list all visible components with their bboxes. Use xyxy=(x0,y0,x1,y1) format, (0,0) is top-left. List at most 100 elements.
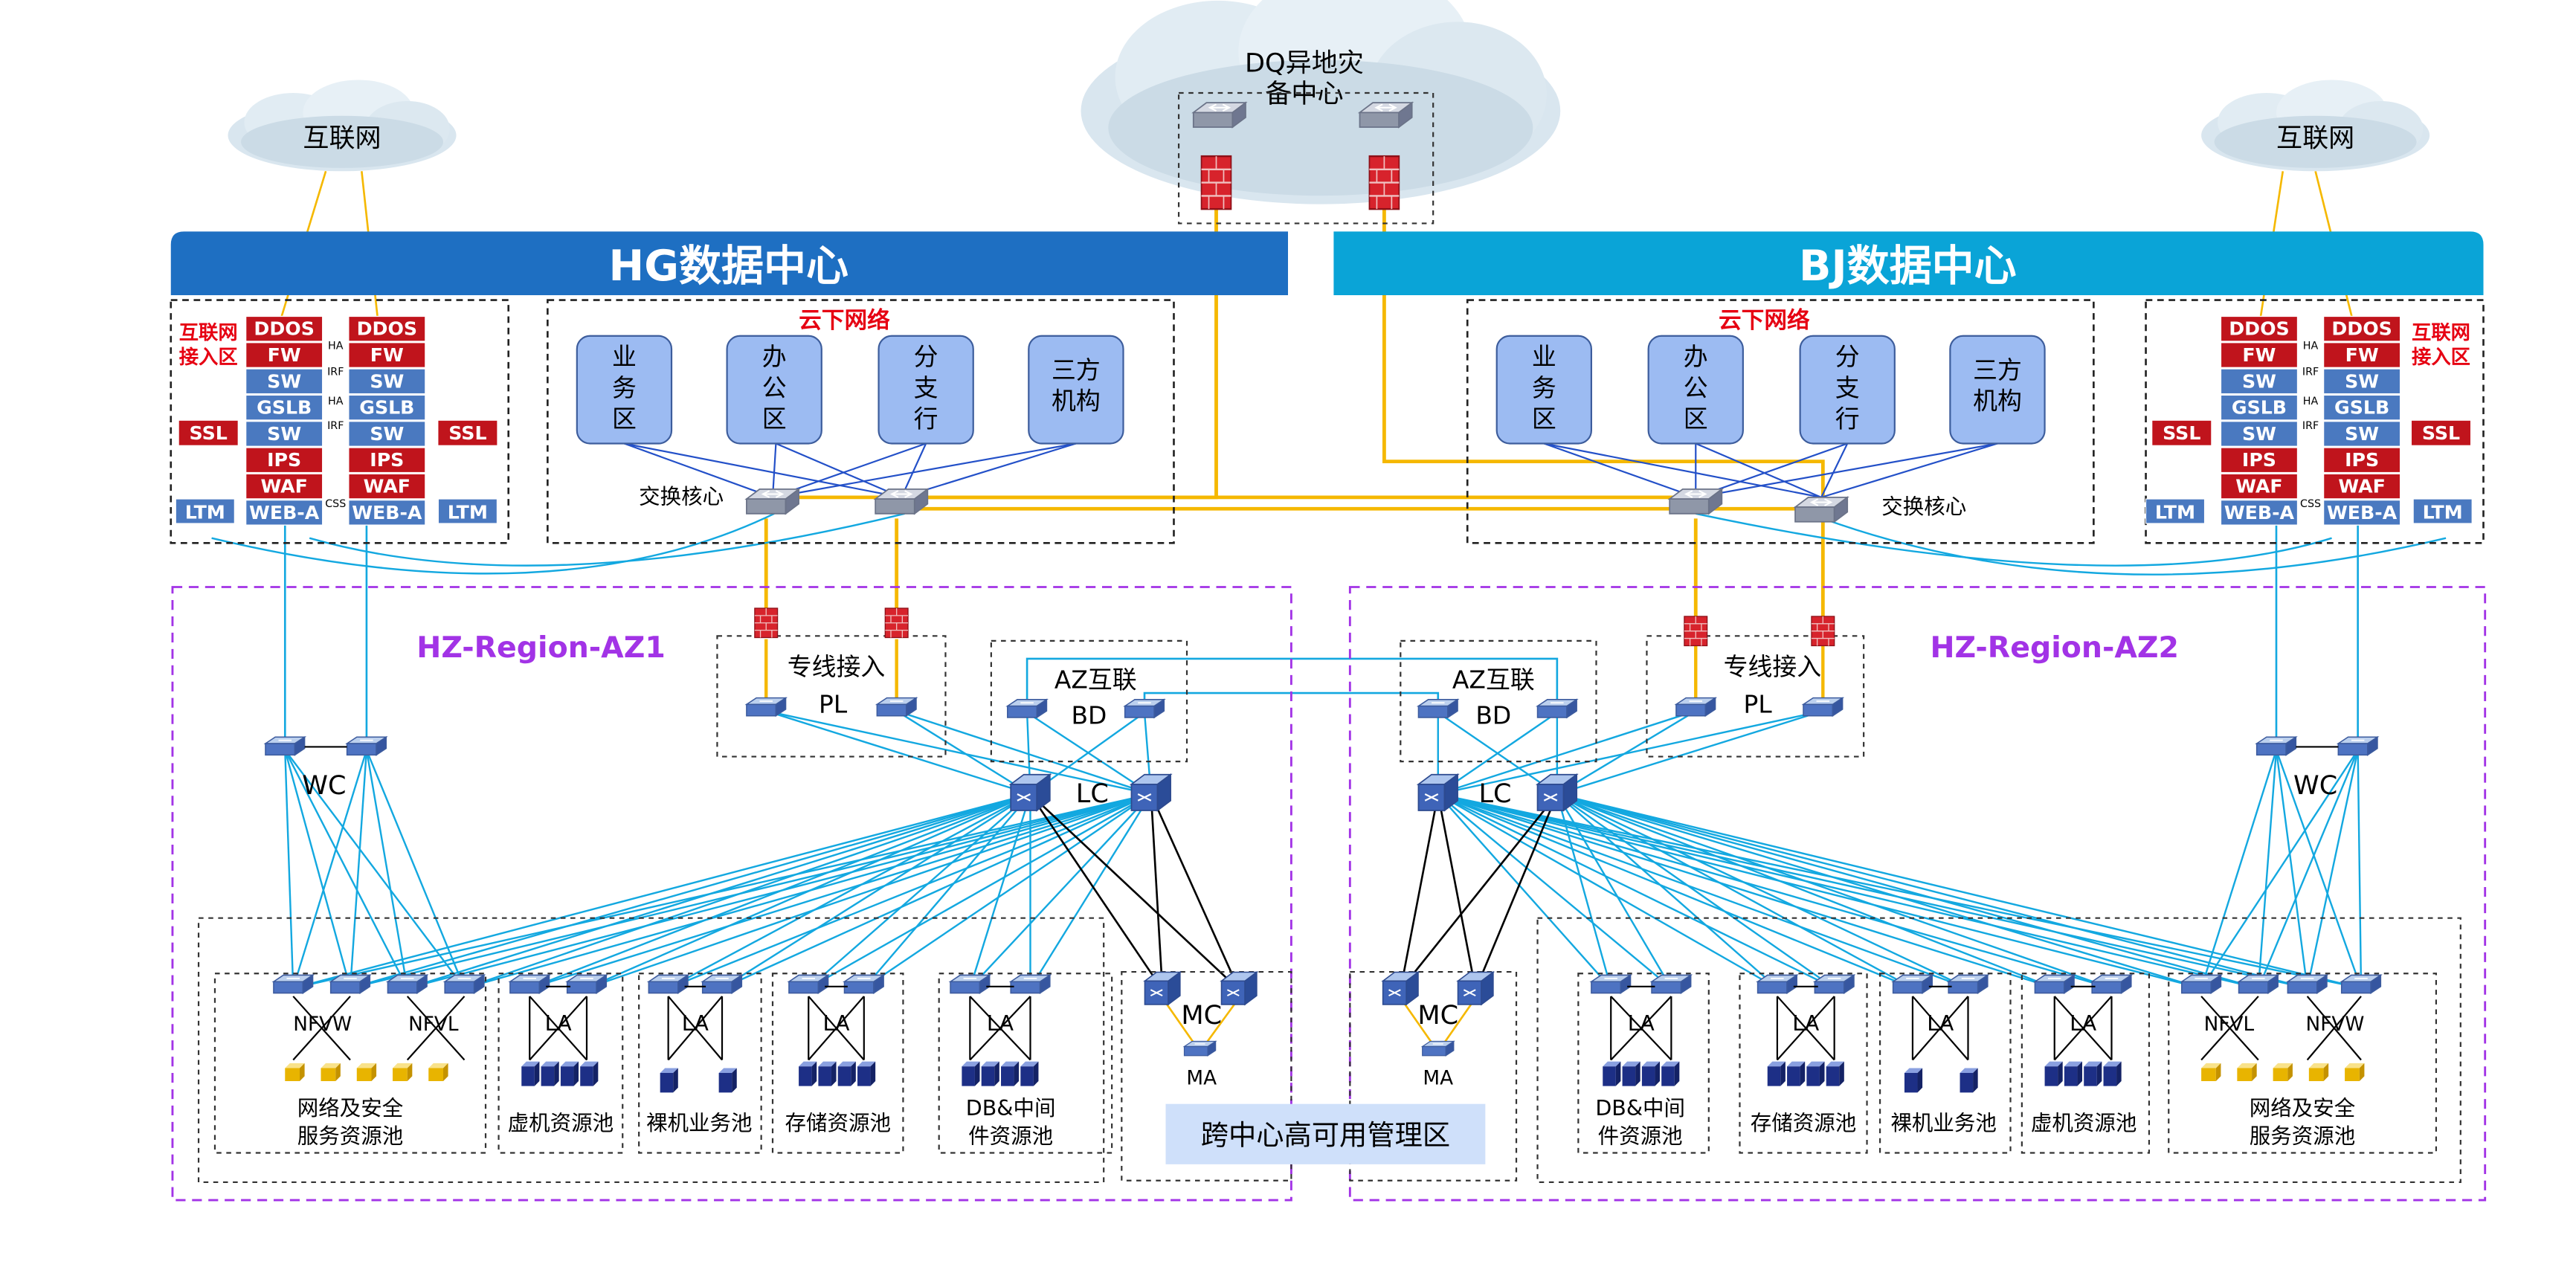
az-interconnect-zone-az2: AZ互联 BD xyxy=(1400,639,1597,763)
internet-access-device xyxy=(348,473,426,500)
pool-switch-icon xyxy=(2091,974,2132,994)
nfvw-label: NFVW xyxy=(293,1013,352,1036)
lc-to-pool-link xyxy=(668,793,1031,990)
lc-switch-icon xyxy=(1417,773,1459,812)
ltm-device xyxy=(175,498,235,524)
server-icon xyxy=(2103,1061,2122,1086)
server-icon xyxy=(2084,1061,2102,1086)
pl-firewall-icon xyxy=(884,607,909,639)
dedicated-line-label-line2: PL xyxy=(819,689,848,718)
pool-switch-icon xyxy=(1756,974,1798,994)
internet-access-device xyxy=(2220,421,2299,447)
internet-cloud-left-label: 互联网 xyxy=(303,123,381,153)
pool-switch-icon xyxy=(788,974,829,994)
access-to-lc-link xyxy=(1556,710,1823,796)
zone-label-char: 区 xyxy=(612,404,637,433)
pool-label: 存储资源池 xyxy=(785,1111,891,1135)
internet-access-device-label: WEB-A xyxy=(249,502,320,523)
internet-access-device-label: DDOS xyxy=(357,318,417,340)
nfv-internal-link xyxy=(2306,996,2362,1061)
internet-access-device xyxy=(2220,315,2299,342)
zone-label-char: 支 xyxy=(914,373,938,402)
wc-switch-icon xyxy=(346,736,387,756)
pool-switch-icon xyxy=(648,974,689,994)
wc-to-nfv-link xyxy=(2200,749,2278,989)
zone-label-char: 公 xyxy=(1684,373,1708,402)
internet-access-device xyxy=(348,368,426,395)
la-label: LA xyxy=(545,1011,573,1036)
pool-label: 裸机业务池 xyxy=(1890,1111,1997,1135)
lc-to-pool-link xyxy=(1556,793,2112,990)
dq-center-device-box xyxy=(1177,91,1434,225)
internet-access-device xyxy=(2220,368,2299,395)
offline-zone-hg-2: 分支行 xyxy=(878,335,974,445)
nfv-switch-icon xyxy=(2180,974,2222,994)
la-label: LA xyxy=(2070,1011,2097,1036)
server-icon xyxy=(560,1061,579,1086)
pool-internal-link xyxy=(1777,996,1835,1061)
internet-access-device xyxy=(245,473,323,500)
zone-label-char: 业 xyxy=(612,342,637,371)
server-icon xyxy=(799,1061,817,1086)
lc-to-pool-link xyxy=(1556,793,2362,990)
zone-box xyxy=(878,335,974,445)
zone-box xyxy=(576,335,673,445)
zone-to-core-link xyxy=(1695,442,1822,498)
ma-label-az2: MA xyxy=(1423,1067,1453,1089)
internet-access-device-label: SW xyxy=(2345,423,2379,445)
device-link-label: HA xyxy=(2303,396,2319,407)
server-icon xyxy=(837,1061,856,1086)
zone-label-char: 办 xyxy=(1684,342,1708,371)
internet-access-device-label: WAF xyxy=(364,476,410,497)
internet-access-device-label: IPS xyxy=(267,449,301,471)
cross-center-ha-mgmt-zone: 跨中心高可用管理区 xyxy=(1165,1103,1486,1164)
nfvw-label: NFVW xyxy=(2306,1013,2365,1036)
server-icon xyxy=(1826,1061,1844,1086)
internet-access-device xyxy=(2220,342,2299,368)
ltm-device xyxy=(437,498,498,524)
ma-label-az1: MA xyxy=(1186,1067,1217,1089)
internet-access-device xyxy=(2322,315,2401,342)
internet-access-device-label: DDOS xyxy=(2331,318,2392,340)
server-icon xyxy=(857,1061,876,1086)
device-link-label: IRF xyxy=(327,366,344,378)
access-to-lc-link xyxy=(1026,712,1152,796)
dq-switch-right-icon xyxy=(1359,102,1413,129)
ma-switch-icon xyxy=(1183,1040,1217,1057)
lc-to-pool-link xyxy=(1437,793,1778,990)
internet-access-device-label: WEB-A xyxy=(2327,502,2398,523)
nfv-internal-link xyxy=(406,996,466,1061)
offline-zone-bj-1: 办公区 xyxy=(1647,335,1744,445)
server-icon xyxy=(981,1061,999,1086)
zone-label-char: 区 xyxy=(1684,404,1708,433)
lc-to-mc-link xyxy=(1474,793,1559,990)
offline-zone-bj-0: 业务区 xyxy=(1495,335,1593,445)
pool-switch-icon xyxy=(843,974,885,994)
internet-access-device-label: GSLB xyxy=(359,397,414,419)
internet-access-device-label: WAF xyxy=(2338,476,2385,497)
internet-access-device xyxy=(2322,342,2401,368)
lc-to-pool-link xyxy=(969,793,1031,989)
nfv-switch-icon xyxy=(2340,974,2382,994)
device-link-label: CSS xyxy=(2300,498,2321,510)
pool-switch-icon xyxy=(701,974,743,994)
lc-label-az1: LC xyxy=(1076,778,1109,809)
pool-switch-icon xyxy=(1814,974,1855,994)
dq-firewall-right-icon xyxy=(1368,155,1400,210)
pool-baremetal-az1 xyxy=(638,973,762,1154)
offline-zone-bj-2: 分支行 xyxy=(1799,335,1896,445)
zone-label-char: 办 xyxy=(762,342,787,371)
internet-access-device-label: WAF xyxy=(260,476,307,497)
core-switch-icon xyxy=(875,488,929,515)
az-interconnect-label-line1: AZ互联 xyxy=(1452,665,1535,694)
zone-to-core-link xyxy=(772,442,1077,498)
hg-datacenter-title: HG数据中心 xyxy=(609,242,849,291)
mc-label-az1: MC xyxy=(1181,1000,1222,1031)
server-icon xyxy=(1960,1068,1978,1093)
resource-pools-zone-az2 xyxy=(1536,917,2461,1184)
pl-switch-icon xyxy=(1803,697,1844,717)
security-appliance-icon xyxy=(2273,1063,2293,1081)
server-icon xyxy=(1001,1061,1020,1086)
zone-label-char: 机构 xyxy=(1052,386,1101,415)
